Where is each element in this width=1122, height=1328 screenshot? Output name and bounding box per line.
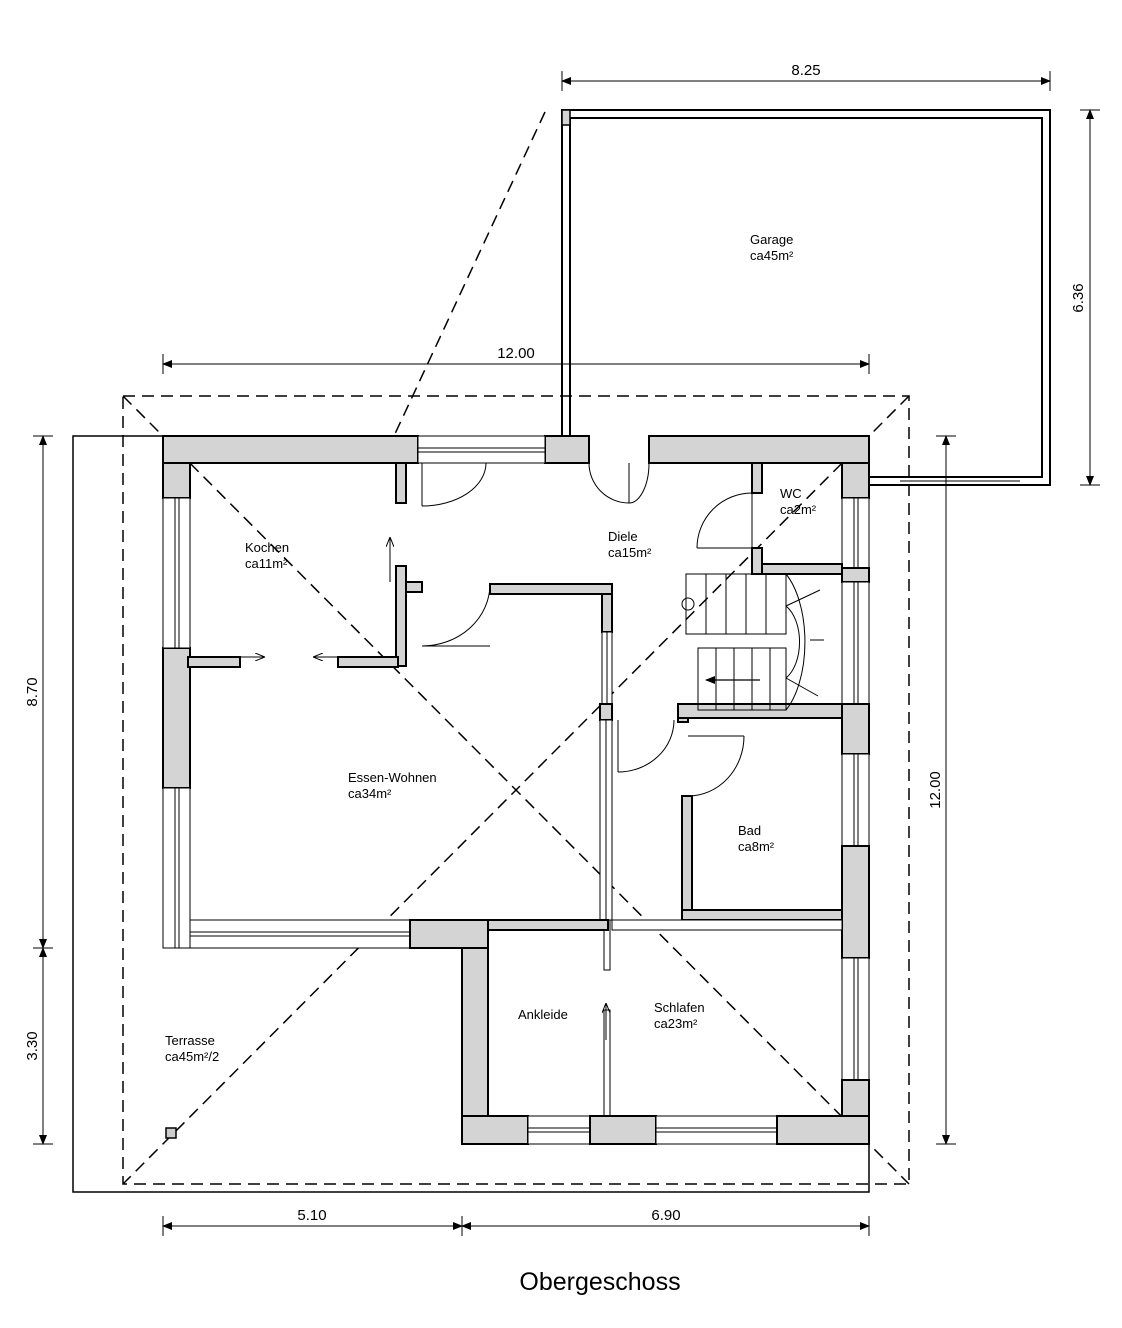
garage: [561, 109, 1051, 486]
room-essen-area: ca34m²: [348, 786, 392, 801]
roof-outline: [122, 111, 910, 1185]
room-bad-name: Bad: [738, 823, 761, 838]
room-terrasse-name: Terrasse: [165, 1033, 215, 1048]
dim-garage-depth: 6.36: [1070, 283, 1087, 312]
dim-house-width: 12.00: [497, 345, 535, 362]
room-ankleide-name: Ankleide: [518, 1007, 568, 1022]
room-bad-area: ca8m²: [738, 839, 775, 854]
dim-garage-width: 8.25: [791, 62, 820, 79]
room-schlafen-area: ca23m²: [654, 1016, 698, 1031]
room-diele-area: ca15m²: [608, 545, 652, 560]
dimension-lines: [33, 71, 1100, 1236]
staircase: [681, 573, 824, 711]
room-wc-area: ca2m²: [780, 502, 817, 517]
room-terrasse-area: ca45m²/2: [165, 1049, 219, 1064]
dim-bottom-left: 5.10: [297, 1207, 326, 1224]
exterior-walls: [162, 435, 870, 1145]
dim-left-upper: 8.70: [24, 677, 41, 706]
room-schlafen-name: Schlafen: [654, 1000, 705, 1015]
room-garage-area: ca45m²: [750, 248, 794, 263]
doors: [421, 462, 753, 797]
room-garage-name: Garage: [750, 232, 793, 247]
room-kochen-area: ca11m²: [245, 556, 288, 571]
plan-title: Obergeschoss: [519, 1268, 680, 1296]
terrace-outline: [72, 435, 870, 1193]
room-kochen-name: Kochen: [245, 540, 289, 555]
room-wc-name: WC: [780, 486, 802, 501]
direction-arrows: [216, 538, 606, 1040]
dim-bottom-right: 6.90: [651, 1207, 680, 1224]
room-diele-name: Diele: [608, 529, 638, 544]
dim-house-depth: 12.00: [927, 771, 944, 809]
room-essen-name: Essen-Wohnen: [348, 770, 437, 785]
dim-left-lower: 3.30: [24, 1031, 41, 1060]
